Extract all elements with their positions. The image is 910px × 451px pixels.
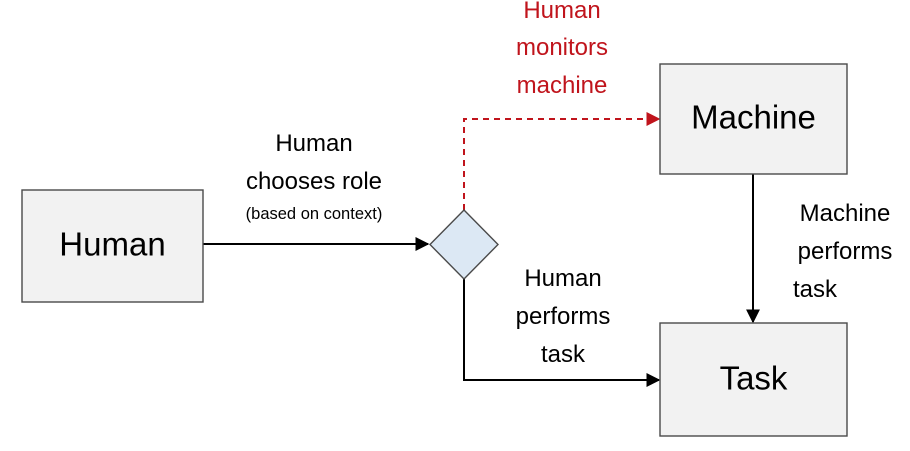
node-human: Human: [21, 189, 204, 303]
label-machine-performs-task-line-3: task: [793, 276, 838, 303]
node-task: Task: [659, 322, 848, 437]
label-human-monitors-machine: Human monitors machine: [516, 0, 608, 99]
label-machine-performs-task-line-2: performs: [798, 238, 893, 265]
decision-diamond: [429, 209, 499, 280]
node-task-label: Task: [720, 360, 788, 397]
label-human-monitors-machine-line-2: monitors: [516, 34, 608, 61]
label-human-performs-task: Human performs task: [516, 265, 611, 368]
label-machine-performs-task-line-1: Machine: [800, 200, 891, 227]
node-machine: Machine: [659, 63, 848, 175]
label-human-performs-task-line-2: performs: [516, 303, 611, 330]
node-human-label: Human: [59, 226, 165, 263]
label-human-performs-task-line-3: task: [541, 341, 586, 368]
label-human-chooses-role-note: (based on context): [246, 205, 383, 223]
label-human-chooses-role: Human chooses role (based on context): [246, 130, 383, 223]
edge-decision-to-machine: [463, 112, 661, 210]
label-human-monitors-machine-line-3: machine: [517, 72, 608, 99]
label-human-performs-task-line-1: Human: [524, 265, 601, 292]
label-human-chooses-role-line-2: chooses role: [246, 168, 382, 195]
edge-decision-to-task: [463, 279, 661, 387]
label-human-monitors-machine-line-1: Human: [523, 0, 600, 24]
node-machine-label: Machine: [691, 99, 816, 136]
label-human-chooses-role-line-1: Human: [275, 130, 352, 157]
label-machine-performs-task: Machine performs task: [793, 200, 892, 303]
